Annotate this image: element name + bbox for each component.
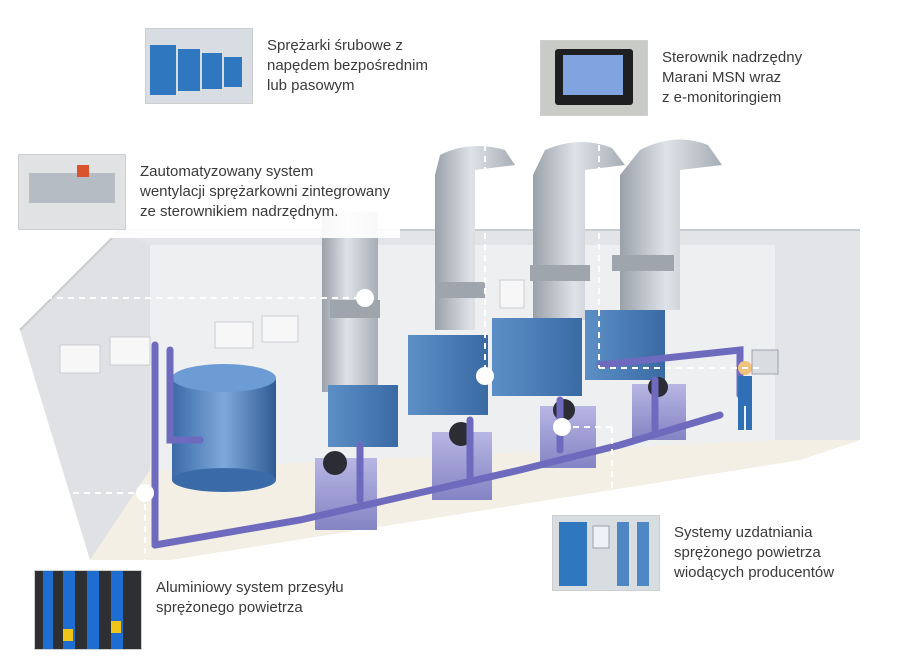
controller-photo — [540, 40, 648, 116]
callout-markers — [136, 289, 571, 502]
duct-2 — [435, 146, 515, 330]
marker-compressors — [476, 367, 494, 385]
callout-aluminium: Aluminiowy system przesyłu sprężonego po… — [34, 570, 344, 650]
aluminium-photo — [34, 570, 142, 650]
duct-3 — [530, 141, 625, 320]
aluminium-label: Aluminiowy system przesyłu sprężonego po… — [156, 579, 344, 616]
treatment-label: Systemy uzdatniania sprężonego powietrza… — [674, 524, 835, 581]
callout-ventilation: Zautomatyzowany system wentylacji spręża… — [18, 146, 401, 238]
callout-controller: Sterownik nadrzędny Marani MSN wraz z e-… — [540, 40, 802, 116]
air-receiver-tank — [172, 364, 276, 492]
leader-lines — [35, 145, 760, 560]
treatment-photo — [552, 515, 660, 591]
ventilation-label: Zautomatyzowany system wentylacji spręża… — [140, 163, 391, 220]
compressors-photo — [145, 28, 253, 104]
ventilation-ducts — [322, 139, 722, 392]
compressors-label: Sprężarki śrubowe z napędem bezpośrednim… — [267, 37, 428, 94]
controller-label: Sterownik nadrzędny Marani MSN wraz z e-… — [662, 49, 803, 106]
ventilation-photo — [18, 154, 126, 230]
duct-4 — [612, 139, 722, 310]
marker-treatment — [553, 418, 571, 436]
wall-vents — [59, 279, 525, 374]
callout-treatment: Systemy uzdatniania sprężonego powietrza… — [552, 515, 834, 591]
callout-compressors: Sprężarki śrubowe z napędem bezpośrednim… — [145, 28, 428, 104]
marker-ventilation — [356, 289, 374, 307]
marker-aluminium — [136, 484, 154, 502]
